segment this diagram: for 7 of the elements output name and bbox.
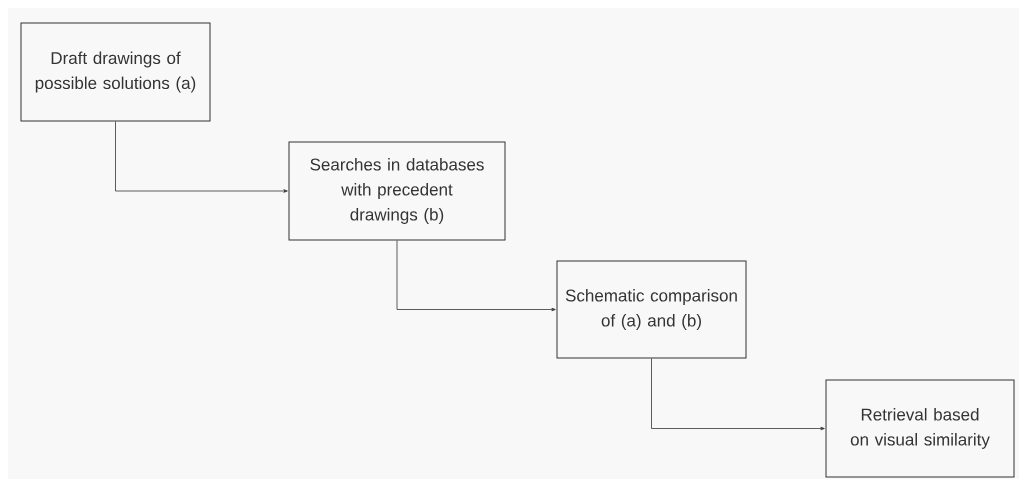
process-box: Schematic comparison of (a) and (b) [556, 260, 747, 359]
process-box: Retrieval based on visual similarity [825, 379, 1015, 478]
process-box: Draft drawings of possible solutions (a) [20, 22, 211, 122]
process-box: Searches in databases with precedent drawings (b) [288, 141, 506, 241]
arrow [651, 358, 825, 431]
arrow [115, 121, 288, 193]
arrow [396, 240, 556, 312]
